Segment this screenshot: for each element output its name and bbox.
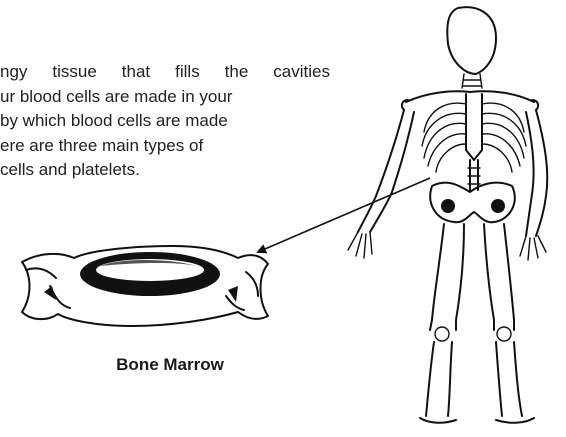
pointer-arrow xyxy=(258,178,430,252)
bone-marrow-icon xyxy=(22,246,268,326)
skeleton-icon xyxy=(348,7,547,423)
bone-marrow-label: Bone Marrow xyxy=(100,355,240,375)
